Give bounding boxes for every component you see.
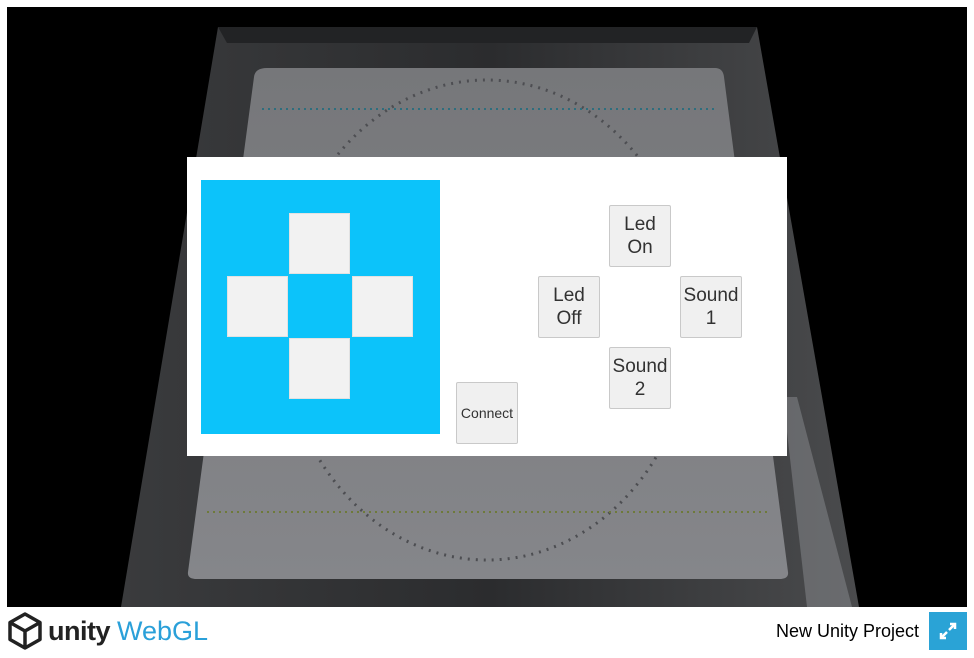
unity-logo: unity WebGL — [7, 611, 208, 651]
sound-2-button[interactable]: Sound 2 — [609, 347, 671, 409]
led-off-button[interactable]: Led Off — [538, 276, 600, 338]
dpad-down[interactable] — [289, 338, 350, 399]
connect-button[interactable]: Connect — [456, 382, 518, 444]
unity-wordmark: unity — [48, 615, 111, 646]
led-on-button[interactable]: Led On — [609, 205, 671, 267]
webgl-footer: unity WebGL New Unity Project — [0, 607, 974, 658]
dpad-right[interactable] — [352, 276, 413, 337]
expand-arrows-icon — [939, 622, 957, 640]
unity-cube-icon — [8, 612, 42, 650]
dpad — [201, 180, 440, 434]
dpad-up[interactable] — [289, 213, 350, 274]
control-panel: Connect Led On Led Off Sound 1 Sound 2 — [187, 157, 787, 456]
dpad-left[interactable] — [227, 276, 288, 337]
fullscreen-button[interactable] — [929, 612, 967, 650]
sound-1-button[interactable]: Sound 1 — [680, 276, 742, 338]
project-title: New Unity Project — [775, 621, 919, 641]
webgl-label: WebGL — [117, 615, 209, 646]
game-canvas[interactable]: Connect Led On Led Off Sound 1 Sound 2 — [7, 7, 967, 607]
